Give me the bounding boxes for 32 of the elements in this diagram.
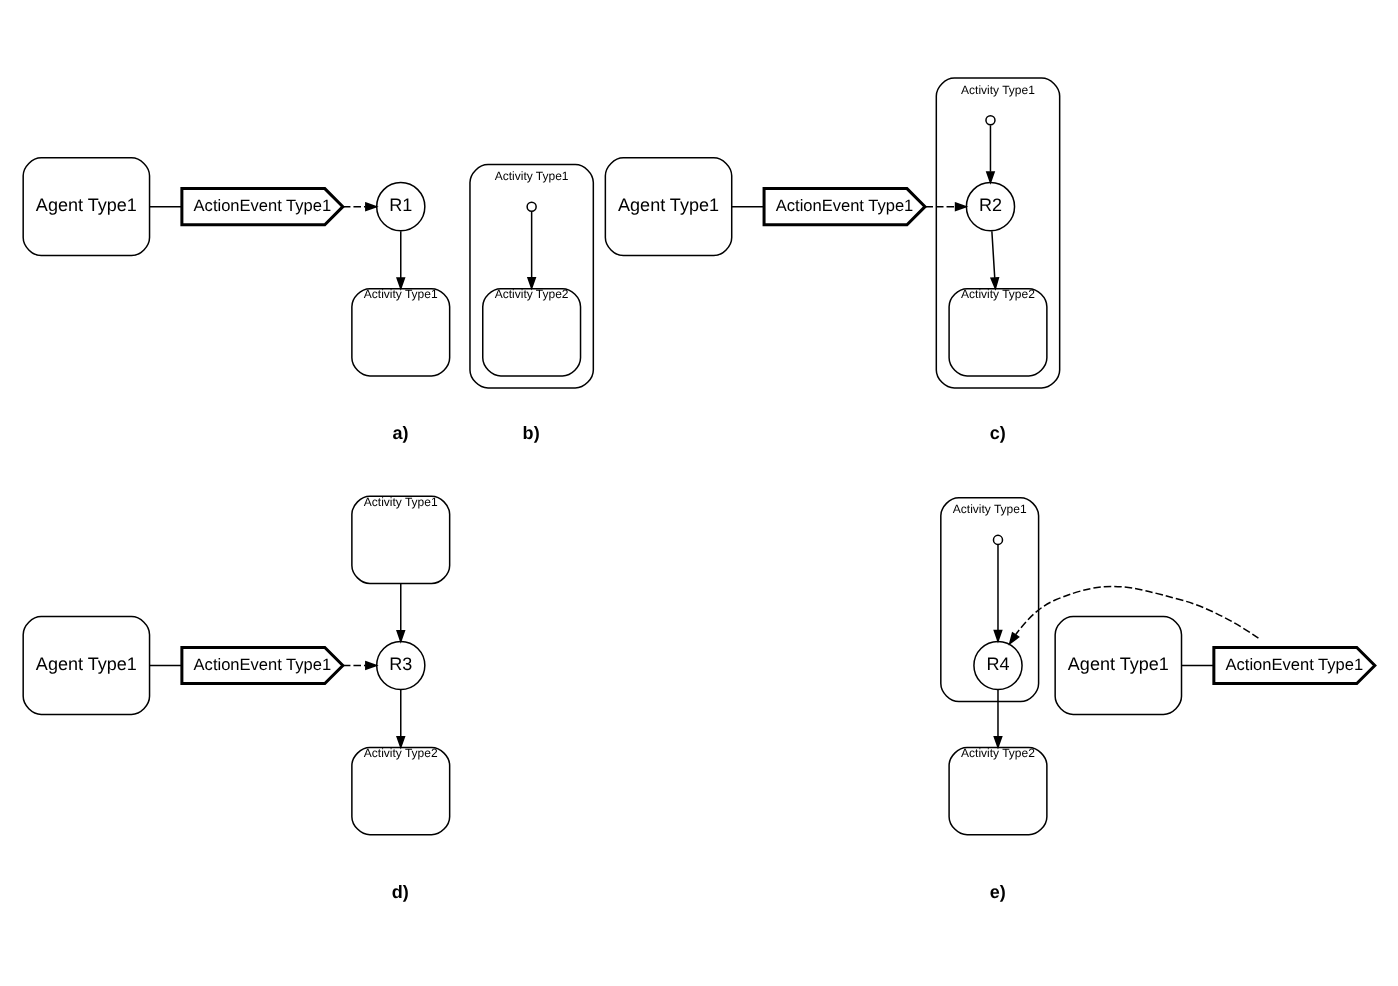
label: e) [989,881,1006,902]
arrow [1008,584,1260,645]
connector [148,204,183,207]
connector [1180,663,1215,666]
label: d) [391,881,409,902]
node-circle: R1 [375,180,426,231]
connector [731,204,765,207]
node-circle [526,200,537,211]
node-circle: R4 [973,639,1023,690]
arrow [396,229,406,290]
node-circle [985,113,996,125]
label: b) [522,422,540,443]
arrow [526,209,537,290]
label: a) [392,422,409,443]
node-box: Agent Type1 [22,614,151,715]
arrow [993,688,1003,749]
connector [148,663,183,666]
arrow [342,200,379,211]
arrow [985,123,996,184]
node-circle: R2 [965,180,1016,231]
node-circle [992,533,1004,545]
arrow [993,542,1003,643]
node-box: Agent Type1 [604,156,733,256]
arrow [396,688,406,749]
node-box: Agent Type1 [22,156,151,256]
node-box: Agent Type1 [1054,614,1183,715]
arrow [924,200,969,211]
arrow [396,581,406,643]
node-circle: R3 [375,639,426,690]
arrow [989,229,1000,290]
label: c) [989,422,1006,443]
arrow [342,659,379,670]
